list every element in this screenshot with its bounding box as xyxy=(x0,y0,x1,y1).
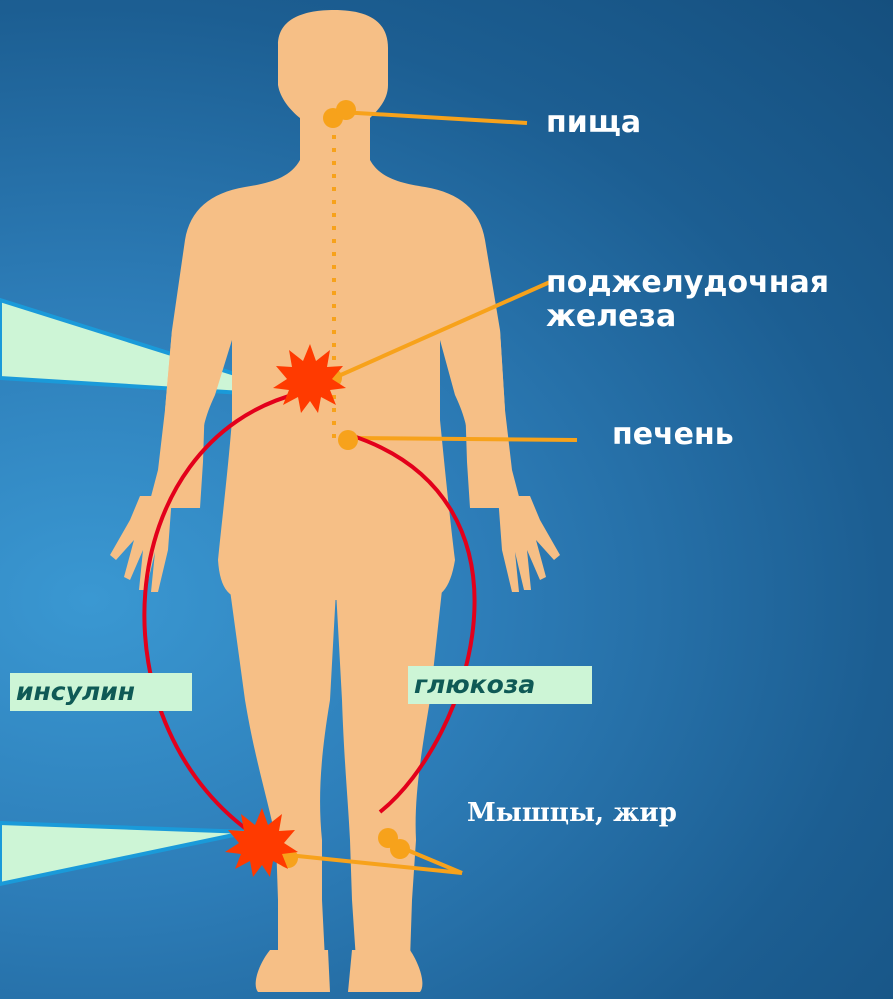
muscle-callout-wedge xyxy=(0,823,248,884)
left-hand xyxy=(110,496,172,592)
right-leg xyxy=(336,590,442,960)
liver-label: печень xyxy=(612,418,734,452)
pancreas-label: поджелудочная железа xyxy=(546,266,886,333)
liver-leader xyxy=(348,438,577,440)
right-hand xyxy=(498,496,560,592)
insulin-tag: инсулин xyxy=(10,673,192,711)
mouth-marker-2 xyxy=(336,100,356,120)
food-label: пища xyxy=(546,106,641,140)
left-leg xyxy=(230,590,336,960)
muscle-fat-label: Мышцы, жир xyxy=(467,798,677,828)
right-foot xyxy=(348,950,422,992)
muscle-marker-right-2 xyxy=(390,839,410,859)
glucose-tag: глюкоза xyxy=(408,666,592,704)
liver-marker xyxy=(338,430,358,450)
left-foot xyxy=(256,950,330,992)
